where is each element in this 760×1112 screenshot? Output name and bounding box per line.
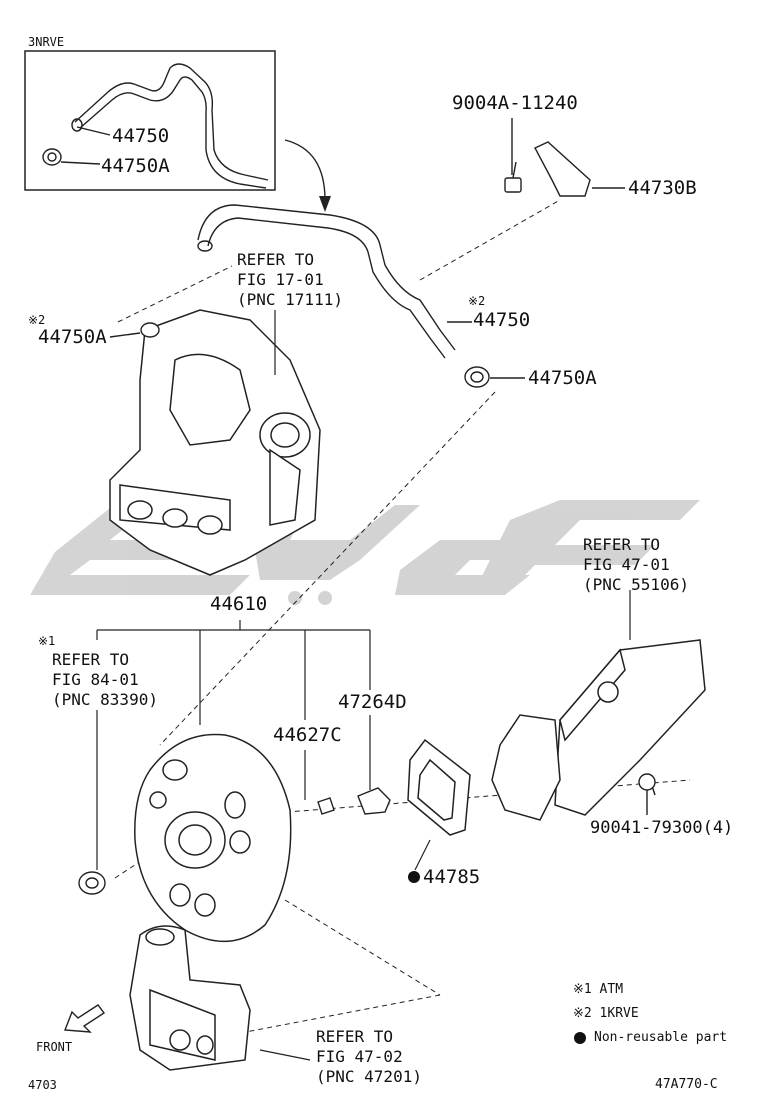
retaining-nut-icon — [78, 871, 106, 895]
part-gasket: 44785 — [423, 866, 481, 888]
part-bolt: 9004A-11240 — [452, 92, 578, 114]
part-clamp-left: 44750A — [38, 326, 107, 348]
part-bracket: 44730B — [628, 177, 697, 199]
non-reusable-dot-icon — [574, 1032, 586, 1044]
vacuum-hose-icon — [197, 204, 472, 359]
inset-label: 3NRVE — [28, 35, 65, 49]
bracket-icon — [534, 141, 625, 197]
inset-part-44750a: 44750A — [101, 155, 170, 177]
inset-clamp-icon — [42, 126, 111, 166]
part-hose: 44750 — [473, 309, 531, 331]
hose-clamp-left-icon — [109, 322, 160, 338]
hose-note: ※2 — [468, 294, 486, 308]
bolt-icon — [504, 118, 522, 193]
leader-lines — [96, 310, 631, 1061]
inset-hose-icon — [71, 63, 269, 189]
hose-clamp-right-icon — [464, 366, 525, 388]
ref-fig-47-01: REFER TO FIG 47-01 (PNC 55106) — [583, 535, 689, 594]
brake-booster-icon — [134, 733, 292, 942]
gasket-icon — [407, 738, 471, 836]
flange-nut-icon — [638, 773, 656, 815]
check-valve-icon — [317, 797, 335, 815]
legend-note-1: ※1 ATM — [573, 982, 624, 997]
front-label: FRONT — [36, 1040, 73, 1054]
front-arrow-icon — [64, 1004, 106, 1033]
master-cylinder-icon — [129, 925, 251, 1071]
ref-84-note: ※1 — [38, 634, 56, 648]
union-icon — [357, 787, 391, 815]
inset-frame — [24, 50, 276, 191]
page-code: 4703 — [28, 1078, 57, 1092]
part-booster: 44610 — [210, 593, 268, 615]
inset-part-44750: 44750 — [112, 125, 170, 147]
part-clamp-right: 44750A — [528, 367, 597, 389]
ref-fig-84: REFER TO FIG 84-01 (PNC 83390) — [52, 650, 158, 709]
figure-code: 47A770-C — [655, 1077, 718, 1092]
ref-fig-47-02: REFER TO FIG 47-02 (PNC 47201) — [316, 1027, 422, 1086]
legend-note-2: ※2 1KRVE — [573, 1006, 639, 1021]
part-union: 47264D — [338, 691, 407, 713]
intake-manifold-icon — [109, 309, 321, 576]
inset-arrow — [284, 139, 326, 201]
legend-note-3: Non-reusable part — [594, 1030, 728, 1045]
part-check-valve: 44627C — [273, 724, 342, 746]
pedal-bracket-icon — [491, 639, 706, 821]
non-reusable-mark-icon — [408, 871, 420, 883]
clamp-left-note: ※2 — [28, 313, 46, 327]
ref-fig-17: REFER TO FIG 17-01 (PNC 17111) — [237, 250, 343, 309]
part-nut: 90041-79300(4) — [590, 818, 734, 838]
